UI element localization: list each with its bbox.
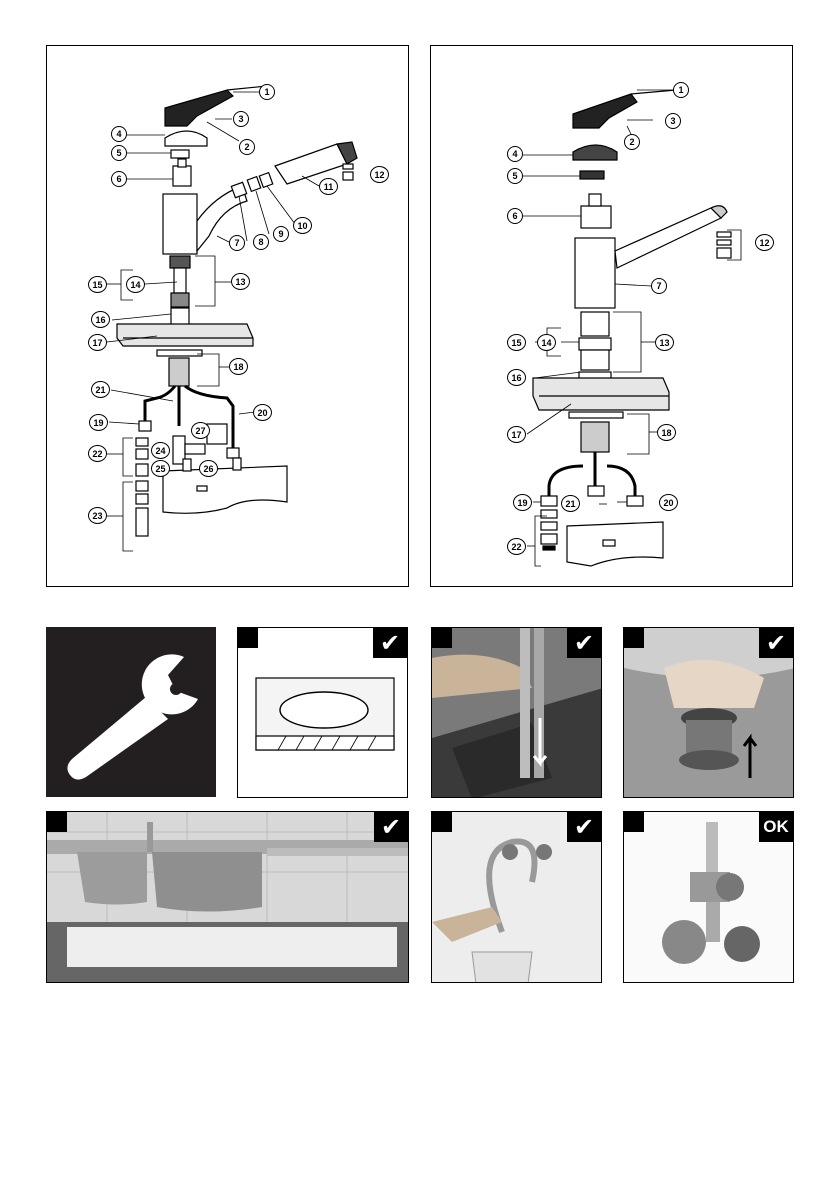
callout-left-10: 10 (293, 217, 312, 234)
callout-left-3: 3 (233, 111, 249, 127)
check-badge: ✔ (567, 628, 601, 658)
step-marker (624, 628, 644, 648)
callout-right-16: 16 (507, 369, 526, 386)
callout-right-20: 20 (659, 494, 678, 511)
callout-left-6: 6 (111, 171, 127, 187)
step-cutout-panel: ✔ (237, 627, 408, 798)
step-tighten-nut-photo: ✔ (623, 627, 794, 798)
callout-right-2: 2 (624, 134, 640, 150)
step-marker (432, 812, 452, 832)
callout-right-13: 13 (655, 334, 674, 351)
callout-right-14: 14 (537, 334, 556, 351)
callout-left-2: 2 (239, 139, 255, 155)
callout-right-17: 17 (507, 426, 526, 443)
callout-left-5: 5 (111, 145, 127, 161)
check-badge: ✔ (567, 812, 601, 842)
callout-left-15: 15 (88, 276, 107, 293)
callout-right-15: 15 (507, 334, 526, 351)
step-marker (432, 628, 452, 648)
step-marker (47, 812, 67, 832)
check-badge: ✔ (374, 812, 408, 842)
right-faucet-drawing (431, 46, 794, 588)
step-marker (624, 812, 644, 832)
step-sink-installed-photo: ✔ (46, 811, 409, 983)
callout-right-21: 21 (561, 495, 580, 512)
callout-left-4: 4 (111, 126, 127, 142)
callout-left-20: 20 (253, 404, 272, 421)
callout-right-5: 5 (507, 168, 523, 184)
step-flush-hose-photo: ✔ (431, 811, 602, 983)
callout-left-17: 17 (88, 334, 107, 351)
callout-left-1: 1 (259, 84, 275, 100)
callout-left-12: 12 (370, 166, 389, 183)
callout-left-9: 9 (273, 226, 289, 242)
ok-badge: OK (759, 812, 793, 842)
tools-panel (46, 627, 216, 797)
callout-right-3: 3 (665, 113, 681, 129)
callout-left-22: 22 (88, 445, 107, 462)
callout-left-11: 11 (319, 178, 338, 195)
callout-right-22: 22 (507, 538, 526, 555)
callout-left-21: 21 (91, 381, 110, 398)
callout-left-16: 16 (91, 311, 110, 328)
callout-right-18: 18 (657, 424, 676, 441)
callout-right-19: 19 (513, 494, 532, 511)
callout-right-1: 1 (673, 82, 689, 98)
callout-left-26: 26 (199, 460, 218, 477)
callout-left-19: 19 (89, 414, 108, 431)
callout-left-8: 8 (253, 234, 269, 250)
step-angle-valve-photo: OK (623, 811, 794, 983)
step-insert-faucet-photo: ✔ (431, 627, 602, 798)
callout-right-4: 4 (507, 146, 523, 162)
check-badge: ✔ (759, 628, 793, 658)
left-exploded-diagram: 1 3 2 4 5 6 7 8 9 10 11 12 13 14 15 16 1… (46, 45, 409, 587)
callout-right-12: 12 (755, 234, 774, 251)
kitchen-sink-photo (47, 812, 409, 983)
callout-left-24: 24 (151, 442, 170, 459)
callout-left-27: 27 (191, 422, 210, 439)
callout-right-6: 6 (507, 208, 523, 224)
right-exploded-diagram: 1 3 2 4 5 6 12 7 13 14 15 16 17 18 19 21… (430, 45, 793, 587)
countertop-hole-illustration (238, 628, 408, 798)
callout-left-13: 13 (231, 273, 250, 290)
callout-left-25: 25 (151, 460, 170, 477)
wrench-icon (46, 627, 216, 797)
callout-right-7: 7 (651, 278, 667, 294)
callout-left-7: 7 (229, 235, 245, 251)
callout-left-14: 14 (126, 276, 145, 293)
callout-left-18: 18 (229, 358, 248, 375)
callout-left-23: 23 (88, 507, 107, 524)
